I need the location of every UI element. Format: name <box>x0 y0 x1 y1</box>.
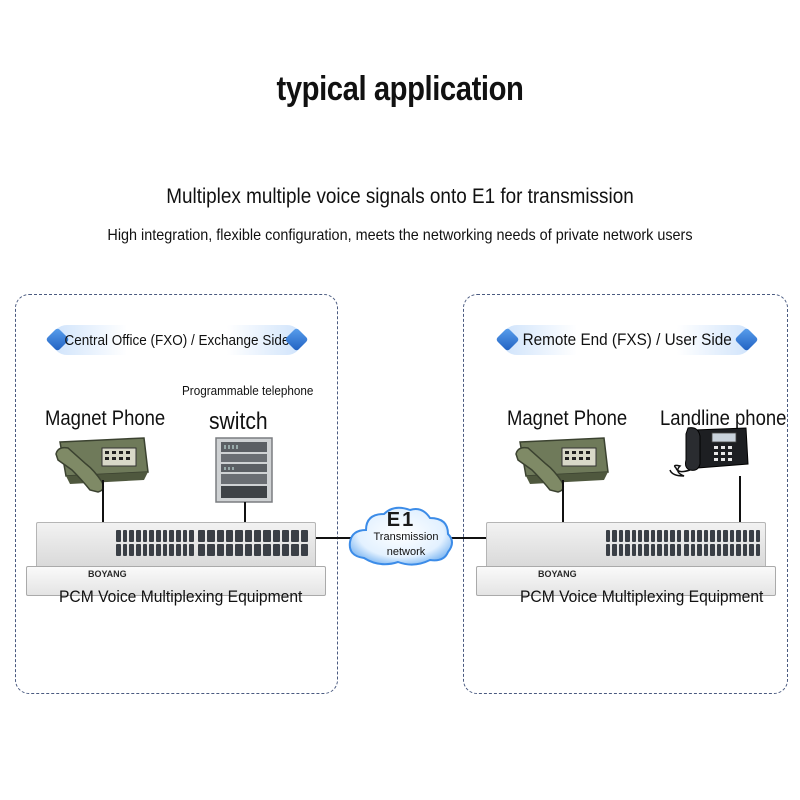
left-e1-line <box>316 537 356 539</box>
right-magnet-phone-label: Magnet Phone <box>507 407 628 430</box>
cloud-icon <box>348 506 453 566</box>
right-side-badge: Remote End (FXS) / User Side <box>495 325 759 355</box>
page-subtitle: Multiplex multiple voice signals onto E1… <box>166 185 634 208</box>
rj-ports <box>198 530 308 556</box>
right-panel <box>463 294 788 694</box>
right-phone-connector-line <box>562 480 564 524</box>
left-pcm-device: BOYANG <box>26 522 326 596</box>
right-pcm-device: BOYANG <box>476 522 776 596</box>
left-phone-connector-line <box>102 480 104 524</box>
cloud-network-label: network <box>386 546 426 558</box>
cloud-transmission-label: Transmission <box>373 531 439 543</box>
page-title: typical application <box>276 70 524 108</box>
landline-phone-label: Landline phone <box>660 407 787 430</box>
left-badge-label: Central Office (FXO) / Exchange Side <box>64 331 290 349</box>
cloud-e1-label: E1 <box>386 509 416 531</box>
device-front-panel <box>26 566 326 596</box>
device-brand-label: BOYANG <box>538 569 577 579</box>
switch-cabinet-icon <box>215 437 273 503</box>
rj-ports <box>606 530 681 556</box>
left-side-badge: Central Office (FXO) / Exchange Side <box>45 325 309 355</box>
right-badge-label: Remote End (FXS) / User Side <box>522 330 732 349</box>
page-description: High integration, flexible configuration… <box>107 227 693 244</box>
rj-ports <box>116 530 194 556</box>
switch-connector-line <box>244 502 246 524</box>
magnet-phone-icon <box>515 437 609 493</box>
left-device-caption: PCM Voice Multiplexing Equipment <box>59 587 303 606</box>
right-e1-line <box>446 537 486 539</box>
magnet-phone-icon <box>55 437 149 493</box>
left-magnet-phone-label: Magnet Phone <box>45 407 166 430</box>
rj-ports <box>684 530 760 556</box>
landline-connector-line <box>739 476 741 524</box>
landline-phone-icon <box>669 427 749 477</box>
left-panel <box>15 294 338 694</box>
switch-label: switch <box>209 408 268 435</box>
device-front-panel <box>476 566 776 596</box>
right-device-caption: PCM Voice Multiplexing Equipment <box>520 587 764 606</box>
device-brand-label: BOYANG <box>88 569 127 579</box>
programmable-telephone-label: Programmable telephone <box>182 383 314 398</box>
